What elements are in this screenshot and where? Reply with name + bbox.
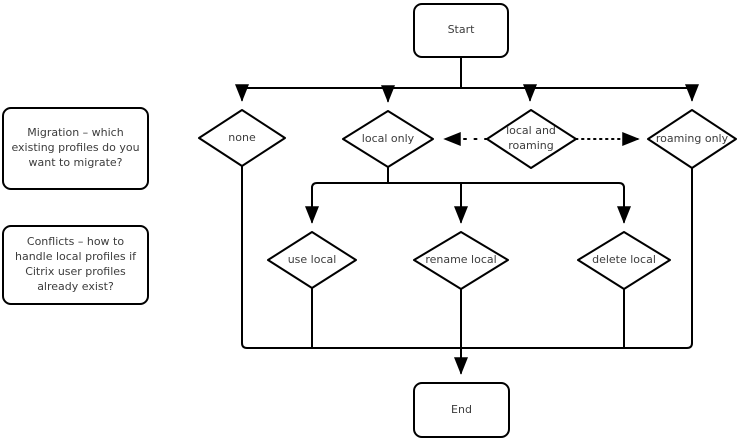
none-diamond-shape [198, 109, 286, 167]
delete-local-diamond-shape [577, 231, 671, 290]
start-node-shape [413, 3, 509, 58]
conflicts-note-shape [2, 225, 149, 305]
rename-local-diamond-shape [413, 231, 509, 290]
use-local-diamond-shape [267, 231, 357, 289]
edge-bottom-bus [241, 165, 693, 349]
migration-note-shape [2, 107, 149, 190]
roaming-only-diamond-shape [647, 109, 737, 169]
edge-mid-bus [311, 182, 625, 192]
local-only-diamond-shape [342, 110, 434, 168]
local-and-roaming-diamond-shape [486, 109, 577, 169]
end-node-shape [413, 382, 510, 438]
edge-top-bus [241, 87, 693, 97]
